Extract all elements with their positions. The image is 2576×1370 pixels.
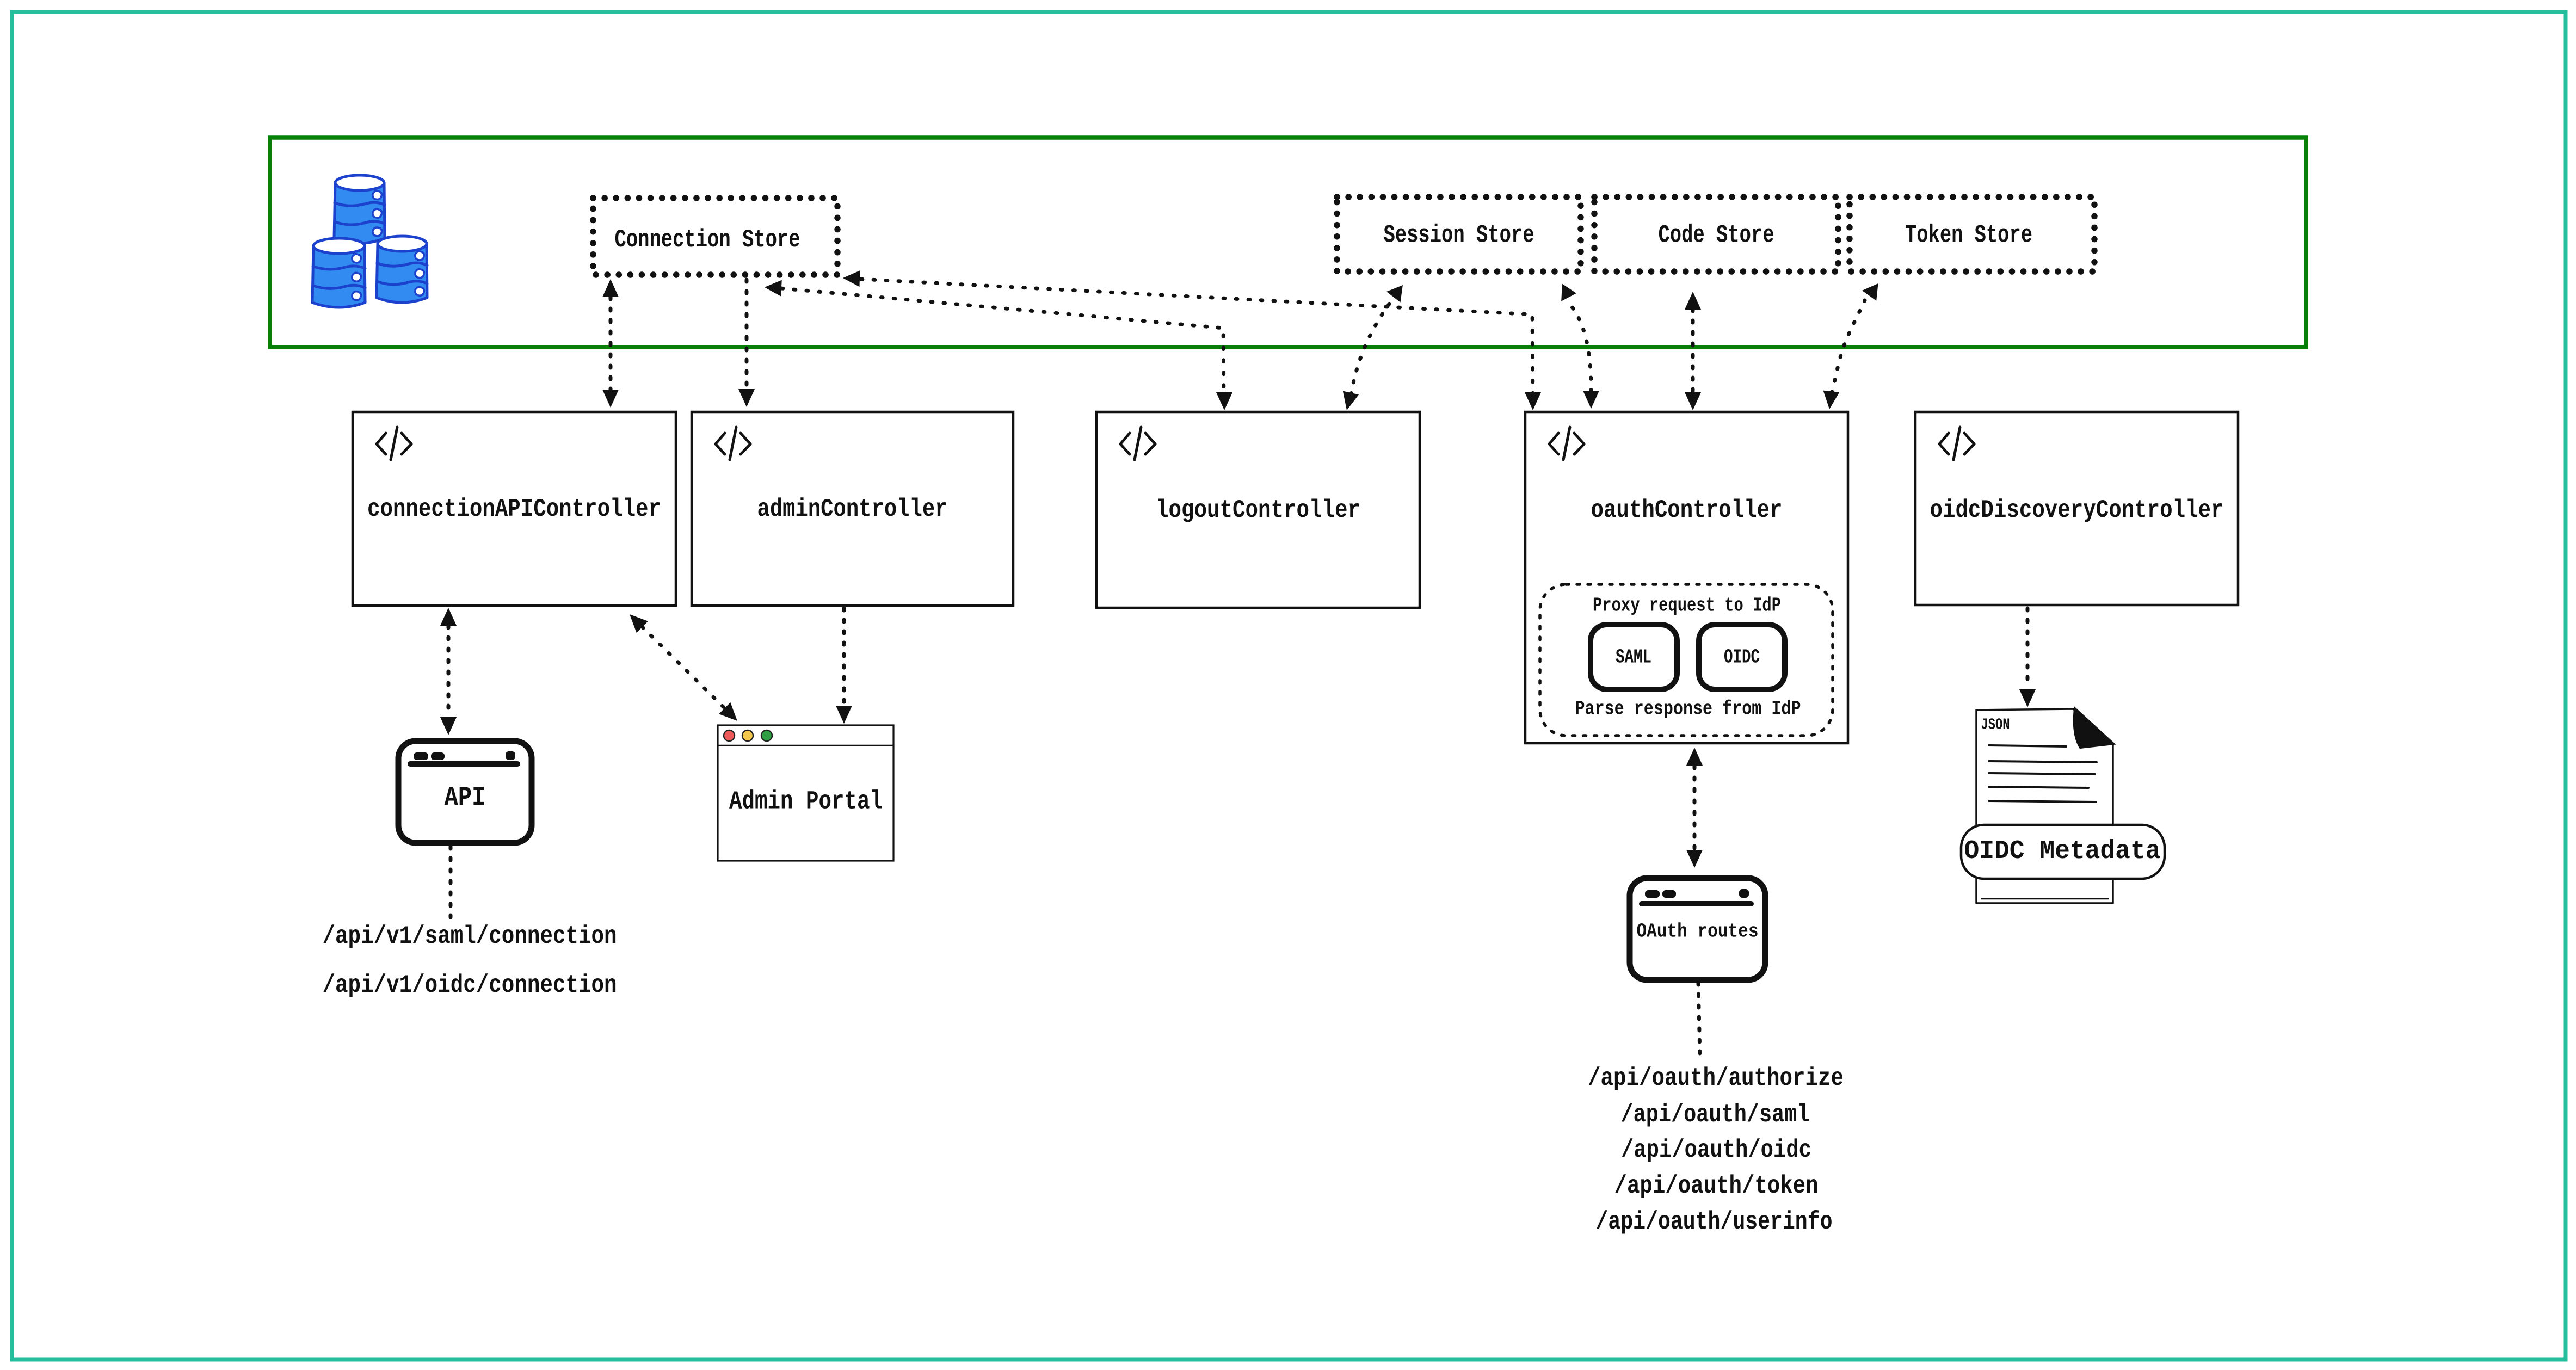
svg-text:adminController: adminController xyxy=(757,495,948,523)
svg-text:Connection Store: Connection Store xyxy=(615,226,800,254)
svg-text:JSON: JSON xyxy=(1981,716,2010,734)
svg-text:Code Store: Code Store xyxy=(1659,221,1774,250)
svg-text:/api/oauth/token: /api/oauth/token xyxy=(1614,1172,1819,1200)
svg-text:Parse response from IdP: Parse response from IdP xyxy=(1575,698,1801,720)
svg-text:SAML: SAML xyxy=(1616,646,1651,669)
svg-text:Proxy request to IdP: Proxy request to IdP xyxy=(1593,595,1781,617)
svg-text:connectionAPIController: connectionAPIController xyxy=(367,495,661,523)
svg-text:/api/v1/saml/connection: /api/v1/saml/connection xyxy=(323,922,617,951)
svg-text:logoutController: logoutController xyxy=(1156,496,1360,524)
svg-text:oauthController: oauthController xyxy=(1591,496,1783,524)
svg-text:OIDC: OIDC xyxy=(1724,646,1760,669)
svg-text:/api/oauth/saml: /api/oauth/saml xyxy=(1621,1101,1810,1129)
svg-text:API: API xyxy=(445,783,486,814)
svg-text:Admin Portal: Admin Portal xyxy=(729,788,883,817)
svg-text:/api/oauth/oidc: /api/oauth/oidc xyxy=(1621,1136,1811,1164)
svg-text:/api/v1/oidc/connection: /api/v1/oidc/connection xyxy=(323,971,617,999)
svg-text:OAuth routes: OAuth routes xyxy=(1637,921,1759,943)
svg-text:/api/oauth/authorize: /api/oauth/authorize xyxy=(1588,1064,1844,1093)
svg-text:Token Store: Token Store xyxy=(1905,221,2032,250)
svg-text:OIDC Metadata: OIDC Metadata xyxy=(1964,837,2161,866)
svg-text:Session Store: Session Store xyxy=(1384,221,1534,250)
svg-text:oidcDiscoveryController: oidcDiscoveryController xyxy=(1930,496,2224,524)
svg-text:/api/oauth/userinfo: /api/oauth/userinfo xyxy=(1596,1208,1833,1236)
